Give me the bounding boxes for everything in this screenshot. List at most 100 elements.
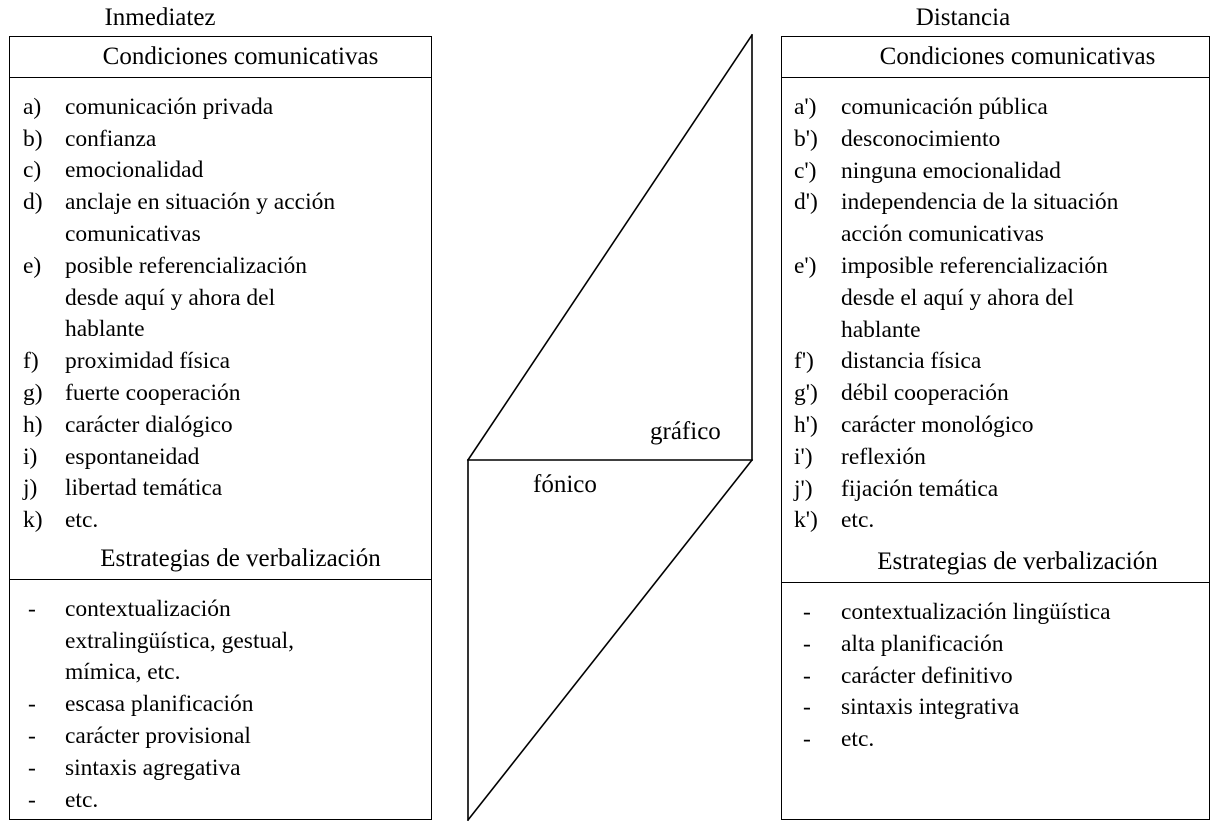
- list-item: c) emocionalidad: [10, 155, 425, 187]
- section-body-communicative-conditions-right: a') comunicación pública b') desconocimi…: [782, 78, 1209, 542]
- column-distance: Condiciones comunicativas a') comunicaci…: [781, 36, 1210, 820]
- list-item-text: contextualización lingüística: [841, 599, 1111, 625]
- list-item: g) fuerte cooperación: [10, 378, 425, 410]
- list-item: i') reflexión: [782, 442, 1203, 474]
- medium-label-phonic: fónico: [533, 471, 597, 498]
- list-item-text: anclaje en situación y acción comunicati…: [65, 189, 336, 247]
- list-marker: b): [23, 125, 43, 152]
- list-item: e) posible referencialización desde aquí…: [10, 251, 425, 346]
- list-item-text: ninguna emocionalidad: [841, 157, 1061, 184]
- list-item-text: proximidad física: [65, 348, 231, 375]
- list-item: - etc.: [782, 724, 1203, 756]
- list-marker: k): [23, 507, 43, 534]
- list-marker: -: [803, 662, 811, 689]
- pole-label-immediacy: Inmediatez: [104, 4, 216, 31]
- list-marker: i'): [794, 443, 813, 470]
- list-item: j) libertad temática: [10, 473, 425, 505]
- feature-list-strategies-right: - contextualización lingüística - alta p…: [782, 597, 1203, 756]
- list-item: - carácter definitivo: [782, 661, 1203, 693]
- list-item: d) anclaje en situación y acción comunic…: [10, 187, 425, 251]
- list-marker: c): [23, 157, 42, 184]
- list-marker: d'): [794, 189, 818, 216]
- list-item-text: comunicación pública: [841, 94, 1048, 120]
- list-marker: -: [28, 754, 36, 781]
- list-item-text: sintaxis agregativa: [65, 754, 241, 781]
- section-header-verbalization-strategies-left: Estrategias de verbalización: [10, 539, 431, 580]
- list-item: j') fijación temática: [782, 474, 1203, 506]
- list-marker: -: [28, 722, 36, 749]
- continuum-lower-diagonal: [466, 458, 754, 822]
- list-item-text: etc.: [841, 726, 875, 753]
- list-item: i) espontaneidad: [10, 442, 425, 474]
- section-body-verbalization-strategies-right: - contextualización lingüística - alta p…: [782, 583, 1209, 819]
- list-item-text: comunicación privada: [65, 93, 274, 120]
- list-item-text: etc.: [841, 507, 875, 534]
- list-item: - contextualización extralingüística, ge…: [10, 594, 425, 689]
- list-item: - sintaxis agregativa: [10, 753, 425, 785]
- list-marker: -: [28, 691, 36, 718]
- list-item-text: sintaxis integrativa: [841, 694, 1020, 721]
- list-marker: e): [23, 252, 42, 279]
- list-item: f') distancia física: [782, 346, 1203, 378]
- list-item-text: fuerte cooperación: [65, 379, 241, 406]
- list-item-text: carácter provisional: [65, 722, 251, 749]
- list-item-text: posible referencialización desde aquí y …: [65, 252, 308, 343]
- list-item-text: emocionalidad: [65, 157, 204, 184]
- column-immediacy: Condiciones comunicativas a) comunicació…: [9, 36, 432, 820]
- list-item-text: alta planificación: [841, 630, 1004, 657]
- section-header-communicative-conditions-right: Condiciones comunicativas: [782, 37, 1209, 78]
- list-marker: -: [803, 630, 811, 657]
- feature-list-conditions-left: a) comunicación privada b) confianza c) …: [10, 92, 425, 537]
- list-item-text: carácter dialógico: [65, 411, 233, 438]
- list-item-text: libertad temática: [65, 475, 223, 502]
- list-item: a') comunicación pública: [782, 92, 1203, 124]
- list-item-text: confianza: [65, 125, 157, 152]
- list-item-text: carácter monológico: [841, 411, 1034, 438]
- list-item: f) proximidad física: [10, 346, 425, 378]
- list-marker: e'): [794, 252, 817, 279]
- list-marker: i): [23, 443, 38, 470]
- list-marker: -: [803, 694, 811, 721]
- list-item-text: etc.: [65, 507, 99, 534]
- pole-label-distance: Distancia: [915, 4, 1011, 31]
- list-item: h) carácter dialógico: [10, 410, 425, 442]
- list-item: e') imposible referencialización desde e…: [782, 251, 1203, 346]
- list-marker: k'): [794, 507, 818, 534]
- list-marker: -: [28, 595, 36, 622]
- list-item-text: débil cooperación: [841, 380, 1009, 407]
- section-header-communicative-conditions-left: Condiciones comunicativas: [10, 37, 431, 78]
- list-marker: g): [23, 379, 43, 406]
- list-item: g') débil cooperación: [782, 378, 1203, 410]
- list-marker: a): [23, 93, 42, 120]
- list-item: k) etc.: [10, 505, 425, 537]
- feature-list-strategies-left: - contextualización extralingüística, ge…: [10, 594, 425, 817]
- list-item: - carácter provisional: [10, 721, 425, 753]
- list-item-text: contextualización extralingüística, gest…: [65, 595, 295, 686]
- list-item-text: imposible referencialización desde el aq…: [841, 252, 1108, 343]
- feature-list-conditions-right: a') comunicación pública b') desconocimi…: [782, 92, 1203, 537]
- list-marker: -: [803, 726, 811, 753]
- list-item: a) comunicación privada: [10, 92, 425, 124]
- list-item-text: carácter definitivo: [841, 662, 1013, 689]
- section-body-verbalization-strategies-left: - contextualización extralingüística, ge…: [10, 580, 431, 819]
- section-header-verbalization-strategies-right: Estrategias de verbalización: [782, 542, 1209, 583]
- continuum-upper-diagonal: [466, 33, 754, 462]
- list-item-text: escasa planificación: [65, 691, 254, 718]
- list-item: b') desconocimiento: [782, 124, 1203, 156]
- list-item-text: independencia de la situación acción com…: [841, 189, 1119, 248]
- list-item-text: espontaneidad: [65, 443, 200, 470]
- list-item-text: fijación temática: [841, 475, 999, 502]
- list-item: b) confianza: [10, 124, 425, 156]
- continuum-shape: [432, 0, 782, 832]
- list-marker: h'): [794, 411, 818, 438]
- list-item: k') etc.: [782, 505, 1203, 537]
- list-marker: f'): [794, 348, 814, 375]
- list-item: h') carácter monológico: [782, 410, 1203, 442]
- list-item: - escasa planificación: [10, 689, 425, 721]
- list-marker: -: [28, 786, 36, 813]
- list-item: - alta planificación: [782, 629, 1203, 661]
- list-item-text: etc.: [65, 786, 99, 813]
- medium-label-graphic: gráfico: [650, 418, 721, 445]
- list-marker: j): [23, 475, 38, 502]
